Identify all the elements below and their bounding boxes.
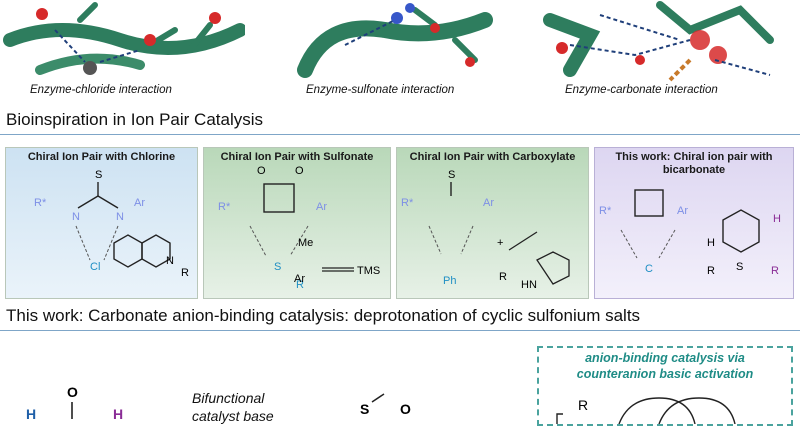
enzyme-chloride-image	[0, 0, 247, 82]
nitrogen-right: N	[116, 211, 124, 223]
bottom-h-left: H	[26, 406, 36, 419]
indole-nh: HN	[521, 279, 537, 291]
panel-chlorine: Chiral Ion Pair with Chlorine S R* N N A…	[5, 147, 198, 299]
aryl-label: Ar	[316, 201, 327, 213]
panel-chlorine-title: Chiral Ion Pair with Chlorine	[27, 151, 176, 163]
rstar-label: R*	[401, 197, 414, 209]
panel-sulfonate-title: Chiral Ion Pair with Sulfonate	[220, 151, 374, 163]
carbonate-carbon: C	[645, 263, 653, 275]
alkyne-aryl: Ar	[294, 273, 305, 285]
anion-binding-box: anion-binding catalysis via counteranion…	[537, 346, 793, 426]
section-title-bioinspiration: Bioinspiration in Ion Pair Catalysis	[6, 110, 264, 129]
enzyme-sulfonate-image	[285, 0, 520, 82]
rstar-label: R*	[218, 201, 231, 213]
sulfonate-r: R	[296, 279, 304, 291]
section-divider	[0, 134, 800, 135]
squaramide-oxygen-right: O	[295, 165, 304, 177]
sulfonium-s: S	[736, 261, 743, 273]
caption-sulfonate: Enzyme-sulfonate interaction	[306, 84, 455, 96]
alkyne-methyl: Me	[298, 237, 313, 249]
bifunctional-label-2: catalyst base	[192, 408, 274, 424]
chloride-label: Cl	[90, 261, 100, 273]
bottom-h-right: H	[113, 406, 123, 419]
panel-carboxylate: Chiral Ion Pair with Carboxylate S R* Ar…	[396, 147, 589, 299]
bottom-carbonyl-o: O	[67, 384, 78, 400]
ring-h-right: H	[773, 213, 781, 225]
ring-h-left: H	[707, 237, 715, 249]
iminium-plus: +	[497, 237, 503, 249]
panel-carboxylate-title: Chiral Ion Pair with Carboxylate	[409, 151, 576, 163]
panel-bicarbonate-title-2: bicarbonate	[662, 164, 726, 176]
caption-carbonate: Enzyme-carbonate interaction	[565, 84, 718, 96]
squaramide-oxygen-left: O	[257, 165, 266, 177]
ring-r-right: R	[771, 265, 779, 277]
tms-label: TMS	[357, 265, 380, 277]
panel-bicarbonate-title-1: This work: Chiral ion pair with	[615, 151, 773, 163]
panel-bicarbonate: This work: Chiral ion pair with bicarbon…	[594, 147, 794, 299]
section-title-this-work: This work: Carbonate anion-binding catal…	[6, 306, 641, 325]
caption-chloride: Enzyme-chloride interaction	[30, 84, 172, 96]
panel-sulfonate: Chiral Ion Pair with Sulfonate O O R* Ar…	[203, 147, 391, 299]
bifunctional-label-1: Bifunctional	[192, 390, 265, 406]
aryl-label: Ar	[483, 197, 494, 209]
bottom-o: O	[400, 401, 411, 417]
ring-r-left: R	[707, 265, 715, 277]
iminium-r: R	[499, 271, 507, 283]
nitrogen-left: N	[72, 211, 80, 223]
section-divider-2	[0, 330, 800, 331]
sulfonate-sulfur: S	[274, 261, 281, 273]
aryl-label: Ar	[134, 197, 145, 209]
thiourea-sulfur: S	[95, 169, 102, 181]
carboxylate-phenyl: Ph	[443, 275, 456, 287]
isoquinolinium-r: R	[181, 267, 189, 279]
rstar-label: R*	[599, 205, 612, 217]
thiourea-sulfur: S	[448, 169, 455, 181]
aryl-label: Ar	[677, 205, 688, 217]
rstar-label: R*	[34, 197, 47, 209]
isoquinolinium-nitrogen: N	[166, 255, 174, 267]
bottom-s: S	[360, 401, 369, 417]
anion-binding-text-1: anion-binding catalysis via	[585, 351, 745, 365]
enzyme-carbonate-image	[540, 0, 800, 82]
anion-binding-text-2: counteranion basic activation	[576, 367, 754, 381]
